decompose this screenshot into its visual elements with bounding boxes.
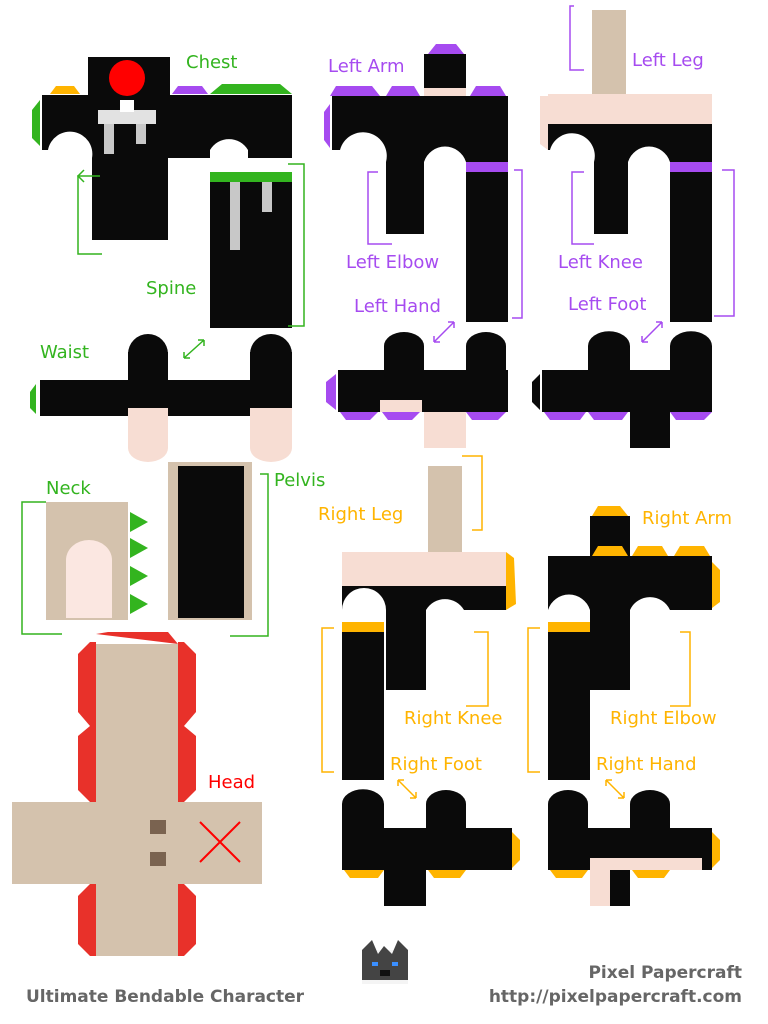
footer-brand: Pixel Papercraft [588,963,742,983]
label-left-elbow: Left Elbow [346,252,439,273]
left-hand-part [326,332,508,448]
label-left-foot: Left Foot [568,294,646,315]
label-right-hand: Right Hand [596,754,697,775]
label-right-foot: Right Foot [390,754,482,775]
label-left-leg: Left Leg [632,50,704,71]
left-arm-part [324,44,523,343]
label-left-hand: Left Hand [354,296,441,317]
head-part [12,632,262,956]
tab-orange [50,86,80,94]
pelvis-part [168,462,269,637]
label-left-arm: Left Arm [328,56,405,77]
footer-url: http://pixelpapercraft.com [489,987,742,1007]
footer-title: Ultimate Bendable Character [26,987,305,1007]
label-head: Head [208,772,255,793]
right-hand-part [548,790,720,906]
red-circle-icon [109,60,145,96]
right-foot-part [342,789,520,906]
wolf-logo-icon [362,940,408,984]
label-right-leg: Right Leg [318,504,403,525]
left-foot-part [532,331,712,448]
right-leg-part [321,455,516,799]
label-chest: Chest [186,52,238,73]
label-right-elbow: Right Elbow [610,708,717,729]
label-neck: Neck [46,478,91,499]
label-right-knee: Right Knee [404,708,502,729]
tab-purple [172,86,208,94]
label-right-arm: Right Arm [642,508,732,529]
diagonal-arrow-icon [183,339,205,359]
left-leg-part [540,5,735,343]
chest-part [32,57,292,240]
label-pelvis: Pelvis [274,470,325,491]
label-spine: Spine [146,278,196,299]
waist-part [30,334,292,462]
label-waist: Waist [40,342,89,363]
tab-green [32,100,40,146]
neck-part [21,501,148,635]
right-arm-part [527,506,720,799]
tab-green [210,84,292,94]
label-left-knee: Left Knee [558,252,643,273]
spine-part [210,172,292,328]
